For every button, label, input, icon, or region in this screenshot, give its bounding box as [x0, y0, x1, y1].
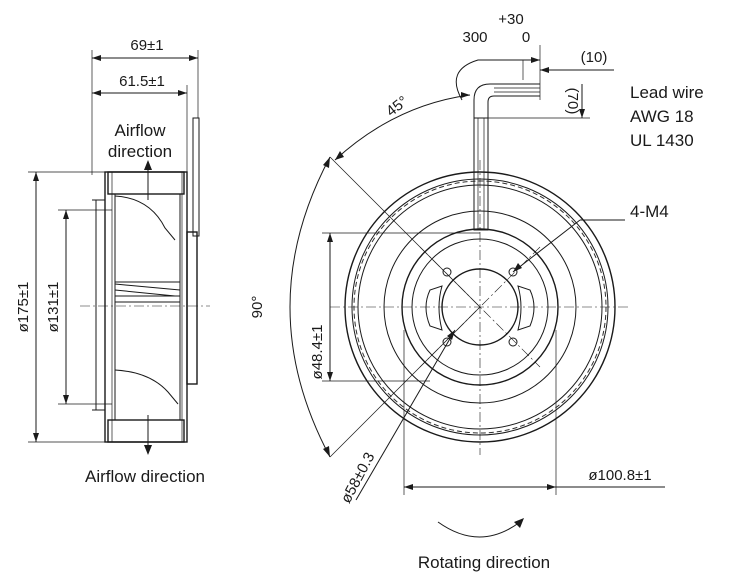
angle-90-arc	[289, 156, 331, 458]
dim-hub-diameter: ø48.4±1	[309, 325, 326, 380]
holes-label: 4-M4	[630, 202, 669, 221]
blade-curve-bottom	[114, 369, 179, 405]
lead-wire-bend	[473, 83, 540, 118]
rotating-direction-label: Rotating direction	[418, 553, 550, 572]
bottom-rim	[107, 419, 185, 443]
airflow-down-arrow-icon	[144, 445, 152, 455]
dim-tol-plus: +30	[498, 11, 523, 28]
angle-45-arc	[334, 94, 471, 161]
dim-outer-diameter: ø175±1	[15, 282, 32, 333]
mount-hole-4	[508, 337, 518, 347]
dim-bolt-circle: ø100.8±1	[588, 467, 651, 484]
rotation-arrow-icon	[514, 518, 524, 528]
mount-hole-1	[442, 267, 452, 277]
front-view: 300 +30 0 (10) (70) Lead wire AWG 18 UL …	[249, 11, 704, 572]
dim-mount-circle: ø58±0.3	[338, 450, 379, 506]
lead-length-dim-line	[455, 59, 540, 101]
airflow-up-arrow-icon	[144, 160, 152, 170]
dim-lead-length: 300	[462, 29, 487, 46]
dim-overall-width: 69±1	[130, 37, 163, 54]
top-rim	[107, 171, 185, 195]
airflow-label-bottom: Airflow direction	[85, 467, 205, 486]
mount-hole-3	[442, 337, 452, 347]
right-slot	[517, 285, 535, 331]
dim-body-width: 61.5±1	[119, 73, 165, 90]
airflow-label-top-line1: Airflow	[114, 121, 166, 140]
lead-wire-line2: AWG 18	[630, 107, 694, 126]
dim-bend-offset: (70)	[564, 88, 581, 115]
blade-section-top	[114, 283, 181, 297]
dim-angle-45: 45°	[383, 93, 411, 120]
lead-wire-side	[192, 117, 200, 237]
mount-hole-2	[508, 267, 518, 277]
lead-wire-front	[473, 117, 489, 231]
rotation-arc	[437, 521, 521, 538]
airflow-label-top-line2: direction	[108, 142, 172, 161]
lead-wire-line1: Lead wire	[630, 83, 704, 102]
left-slot	[425, 285, 443, 331]
dim-inlet-diameter: ø131±1	[45, 282, 62, 333]
dim-strip-length: (10)	[581, 49, 608, 66]
side-view: 69±1 61.5±1 ø175±1 ø131±1 Airflow direct…	[15, 37, 210, 486]
fan-body-outline	[104, 171, 188, 443]
blade-curve-top	[114, 195, 176, 241]
lead-wire-line3: UL 1430	[630, 131, 694, 150]
motor-plate	[186, 231, 198, 385]
dim-tol-zero: 0	[522, 29, 530, 46]
dim-angle-90: 90°	[249, 296, 266, 319]
